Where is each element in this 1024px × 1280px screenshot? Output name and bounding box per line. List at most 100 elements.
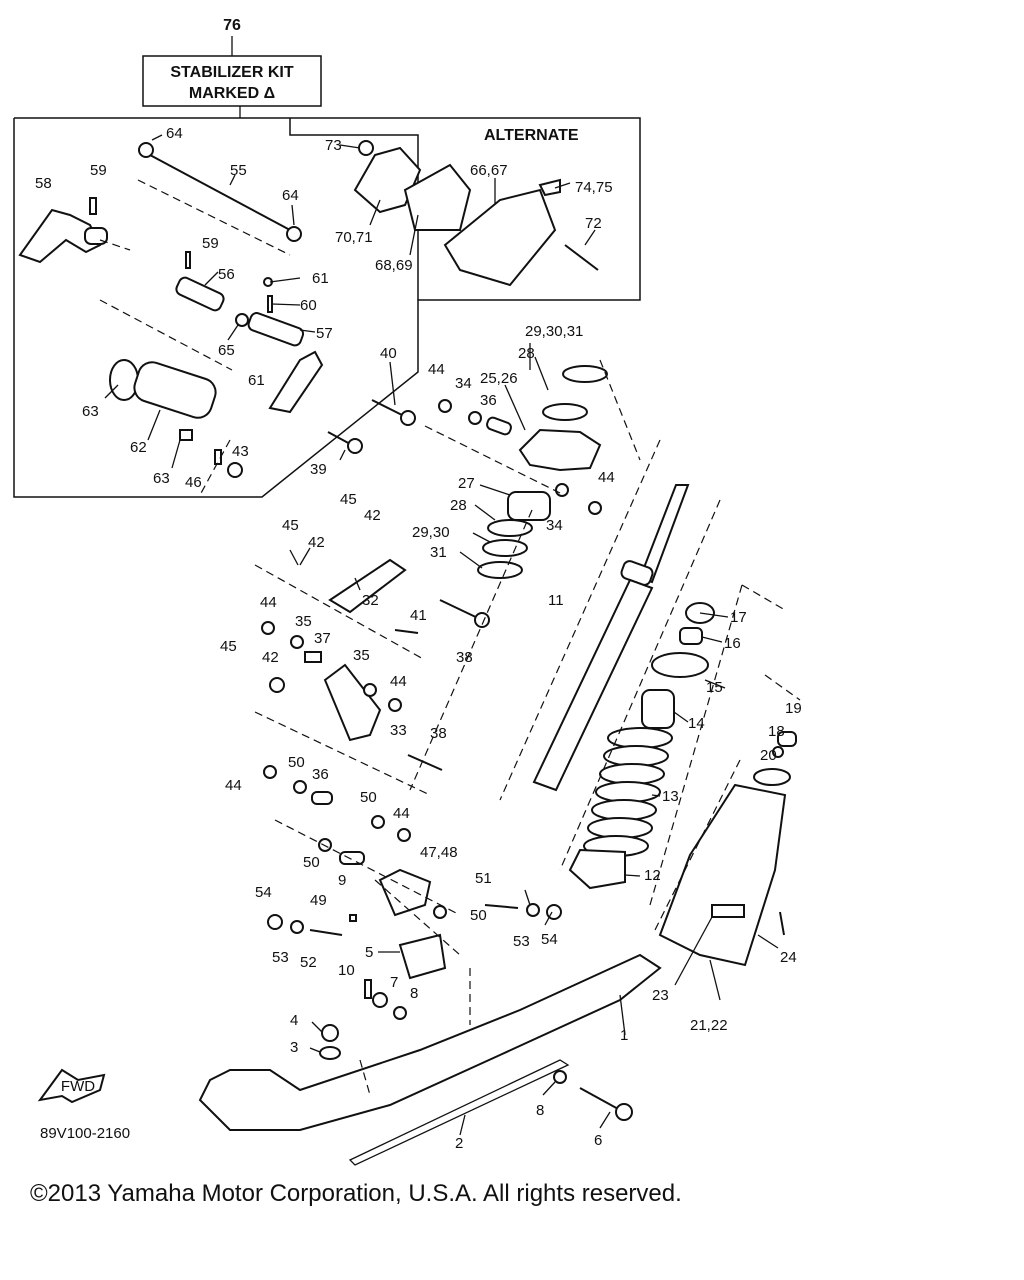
cover-66-67 bbox=[443, 188, 557, 287]
callout-2: 2 bbox=[455, 1135, 463, 1152]
washer-28a bbox=[542, 403, 588, 421]
callout-60: 60 bbox=[300, 297, 317, 314]
callout-11: 11 bbox=[548, 592, 564, 609]
callout-45c: 45 bbox=[220, 638, 237, 655]
bolt-6 bbox=[579, 1087, 621, 1111]
callout-36b: 36 bbox=[312, 766, 329, 783]
callout-63b: 63 bbox=[153, 470, 170, 487]
callout-20: 20 bbox=[760, 747, 777, 764]
callout-17: 17 bbox=[730, 609, 747, 626]
callout-18: 18 bbox=[768, 723, 785, 740]
callout-34a: 34 bbox=[455, 375, 472, 392]
rod-11-top bbox=[638, 484, 690, 584]
fwd-arrow: FWD bbox=[37, 1068, 106, 1104]
callout-42c: 42 bbox=[262, 649, 279, 666]
callout-7071: 70,71 bbox=[335, 229, 373, 246]
pin-59b bbox=[185, 251, 191, 269]
spacer-37 bbox=[304, 651, 322, 663]
callout-72: 72 bbox=[585, 215, 602, 232]
callout-28b: 28 bbox=[450, 497, 467, 514]
callout-13: 13 bbox=[662, 788, 679, 805]
callout-54b: 54 bbox=[541, 931, 558, 948]
nut-73 bbox=[358, 140, 374, 156]
callout-6: 6 bbox=[594, 1132, 602, 1149]
ring-65 bbox=[235, 313, 249, 327]
boot-68-69 bbox=[403, 163, 472, 231]
callout-44b: 44 bbox=[598, 469, 615, 486]
callout-61b: 61 bbox=[248, 372, 265, 389]
washer-44d bbox=[388, 698, 402, 712]
callout-64b: 64 bbox=[282, 187, 299, 204]
strut-assembly bbox=[532, 484, 797, 967]
tube-11 bbox=[532, 578, 654, 792]
callout-6869: 68,69 bbox=[375, 257, 413, 274]
bolt-38b bbox=[407, 754, 443, 771]
fwd-label: FWD bbox=[61, 1078, 95, 1095]
nut-64b bbox=[286, 226, 302, 242]
leader-lines bbox=[104, 134, 779, 1136]
callout-293031: 29,30,31 bbox=[525, 323, 583, 340]
steering-parts bbox=[261, 365, 608, 1060]
callout-44c: 44 bbox=[260, 594, 277, 611]
parts-diagram: 76 STABILIZER KIT MARKED Δ ALTERNATE bbox=[13, 17, 802, 1166]
callout-51: 51 bbox=[475, 870, 492, 887]
callout-55: 55 bbox=[230, 162, 247, 179]
seat-15 bbox=[651, 652, 709, 678]
nut-54a bbox=[267, 914, 283, 930]
callout-39: 39 bbox=[310, 461, 327, 478]
diagram-code: 89V100-2160 bbox=[40, 1125, 130, 1142]
arm-33 bbox=[323, 663, 382, 742]
pin-51 bbox=[484, 904, 519, 909]
callout-62: 62 bbox=[130, 439, 147, 456]
kit-outline bbox=[13, 117, 641, 498]
callout-8b: 8 bbox=[536, 1102, 544, 1119]
washer-44f bbox=[397, 828, 411, 842]
washer-3 bbox=[319, 1046, 341, 1060]
callout-7475: 74,75 bbox=[575, 179, 613, 196]
callout-2526: 25,26 bbox=[480, 370, 518, 387]
callout-40: 40 bbox=[380, 345, 397, 362]
callout-37: 37 bbox=[314, 630, 331, 647]
spacer-36b bbox=[311, 791, 333, 805]
callout-8a: 8 bbox=[410, 985, 418, 1002]
bushing-57 bbox=[247, 312, 305, 347]
callout-34b: 34 bbox=[546, 517, 563, 534]
bolt-41 bbox=[394, 629, 419, 634]
bracket-5 bbox=[398, 933, 447, 980]
pin-10 bbox=[364, 979, 372, 999]
washer-18 bbox=[772, 746, 784, 758]
washer-44e bbox=[263, 765, 277, 779]
washer-29-30-31 bbox=[562, 365, 608, 383]
callout-64a: 64 bbox=[166, 125, 183, 142]
callout-52: 52 bbox=[300, 954, 317, 971]
callout-33: 33 bbox=[390, 722, 407, 739]
callout-4: 4 bbox=[290, 1012, 298, 1029]
washer-53b bbox=[526, 903, 540, 917]
callout-44d: 44 bbox=[390, 673, 407, 690]
callout-10: 10 bbox=[338, 962, 355, 979]
washer-50c bbox=[318, 838, 332, 852]
callout-23: 23 bbox=[652, 987, 669, 1004]
washer-34b bbox=[555, 483, 569, 497]
washer-35a bbox=[290, 635, 304, 649]
ski bbox=[198, 953, 662, 1166]
housing-70-71 bbox=[353, 146, 422, 214]
callout-27: 27 bbox=[458, 475, 475, 492]
callout-16: 16 bbox=[724, 635, 741, 652]
callout-58: 58 bbox=[35, 175, 52, 192]
callout-12: 12 bbox=[644, 867, 661, 884]
bolt-6-head bbox=[615, 1103, 633, 1121]
callout-50c: 50 bbox=[303, 854, 320, 871]
assembly-lines bbox=[99, 179, 801, 1096]
kit-line2: MARKED Δ bbox=[189, 85, 275, 102]
callout-44e: 44 bbox=[225, 777, 242, 794]
callout-42a: 42 bbox=[364, 507, 381, 524]
callout-19: 19 bbox=[785, 700, 802, 717]
callout-38b: 38 bbox=[430, 725, 447, 742]
callout-35b: 35 bbox=[353, 647, 370, 664]
clip-63b bbox=[179, 429, 193, 441]
link-32 bbox=[328, 558, 407, 614]
bolt-72 bbox=[564, 244, 599, 271]
callout-3: 3 bbox=[290, 1039, 298, 1056]
arm-57 bbox=[268, 350, 324, 414]
